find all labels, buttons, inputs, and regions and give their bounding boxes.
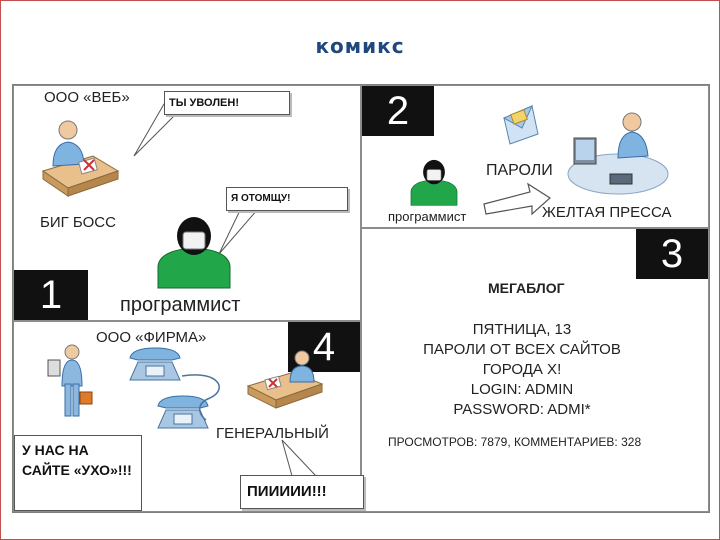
director-speech-text: ПИИИИИ!!! xyxy=(240,475,364,509)
client-speech-box xyxy=(14,435,142,511)
client-speech-text: У НАС НА САЙТЕ «УХО»!!! xyxy=(22,442,132,478)
programmer-label-small: программист xyxy=(388,209,467,224)
yellow-press-label: ЖЕЛТАЯ ПРЕССА xyxy=(542,204,672,221)
panel-3: 3 МЕГАБЛОГ ПЯТНИЦА, 13 ПАРОЛИ ОТ ВСЕХ СА… xyxy=(361,228,709,512)
arrow-icon xyxy=(482,182,552,223)
phone-line-connector xyxy=(181,374,220,421)
director-label: ГЕНЕРАЛЬНЫЙ xyxy=(216,425,329,442)
telephone-icon xyxy=(154,394,212,443)
panel-1: ООО «ВЕБ» ТЫ УВОЛЕН! БИГ БОСС xyxy=(13,85,361,321)
journalist-at-computer-icon xyxy=(560,108,670,205)
panel-number-3: 3 xyxy=(636,229,708,279)
post-line: ГОРОДА Х! xyxy=(482,361,562,378)
company-name-firma: ООО «ФИРМА» xyxy=(96,329,207,346)
programmer-speech-text: Я ОТОМЩУ! xyxy=(226,187,348,211)
panel-number-2: 2 xyxy=(362,86,434,136)
programmer-icon xyxy=(408,158,460,211)
passwords-label: ПАРОЛИ xyxy=(486,162,553,179)
comic-strip: ООО «ВЕБ» ТЫ УВОЛЕН! БИГ БОСС xyxy=(12,84,710,513)
company-name-web: ООО «ВЕБ» xyxy=(44,89,130,106)
slide-title: комикс xyxy=(315,34,405,58)
envelope-icon xyxy=(500,102,542,151)
post-line: ПЯТНИЦА, 13 xyxy=(472,321,572,338)
post-line: ПАРОЛИ ОТ ВСЕХ САЙТОВ xyxy=(423,341,621,358)
programmer-label-large: программист xyxy=(120,294,241,316)
post-line: PASSWORD: ADMI* xyxy=(453,401,591,418)
boss-speech-text: ТЫ УВОЛЕН! xyxy=(164,91,290,115)
boss-label: БИГ БОСС xyxy=(40,214,116,231)
programmer-icon xyxy=(154,214,234,294)
businessman-with-briefcase-icon xyxy=(47,344,98,425)
boss-at-desk-icon xyxy=(38,116,123,201)
panel-4: ООО «ФИРМА» xyxy=(13,321,364,512)
blog-post: ПЯТНИЦА, 13 ПАРОЛИ ОТ ВСЕХ САЙТОВ ГОРОДА… xyxy=(362,320,682,420)
panel-2: 2 программист ПАРОЛИ xyxy=(361,85,709,228)
blog-title: МЕГАБЛОГ xyxy=(488,280,565,296)
blog-stats: ПРОСМОТРОВ: 7879, КОММЕНТАРИЕВ: 328 xyxy=(388,435,642,449)
post-line: LOGIN: ADMIN xyxy=(470,381,574,398)
director-at-desk-icon xyxy=(246,350,324,415)
panel-number-1: 1 xyxy=(14,270,88,320)
telephone-icon xyxy=(126,346,184,395)
